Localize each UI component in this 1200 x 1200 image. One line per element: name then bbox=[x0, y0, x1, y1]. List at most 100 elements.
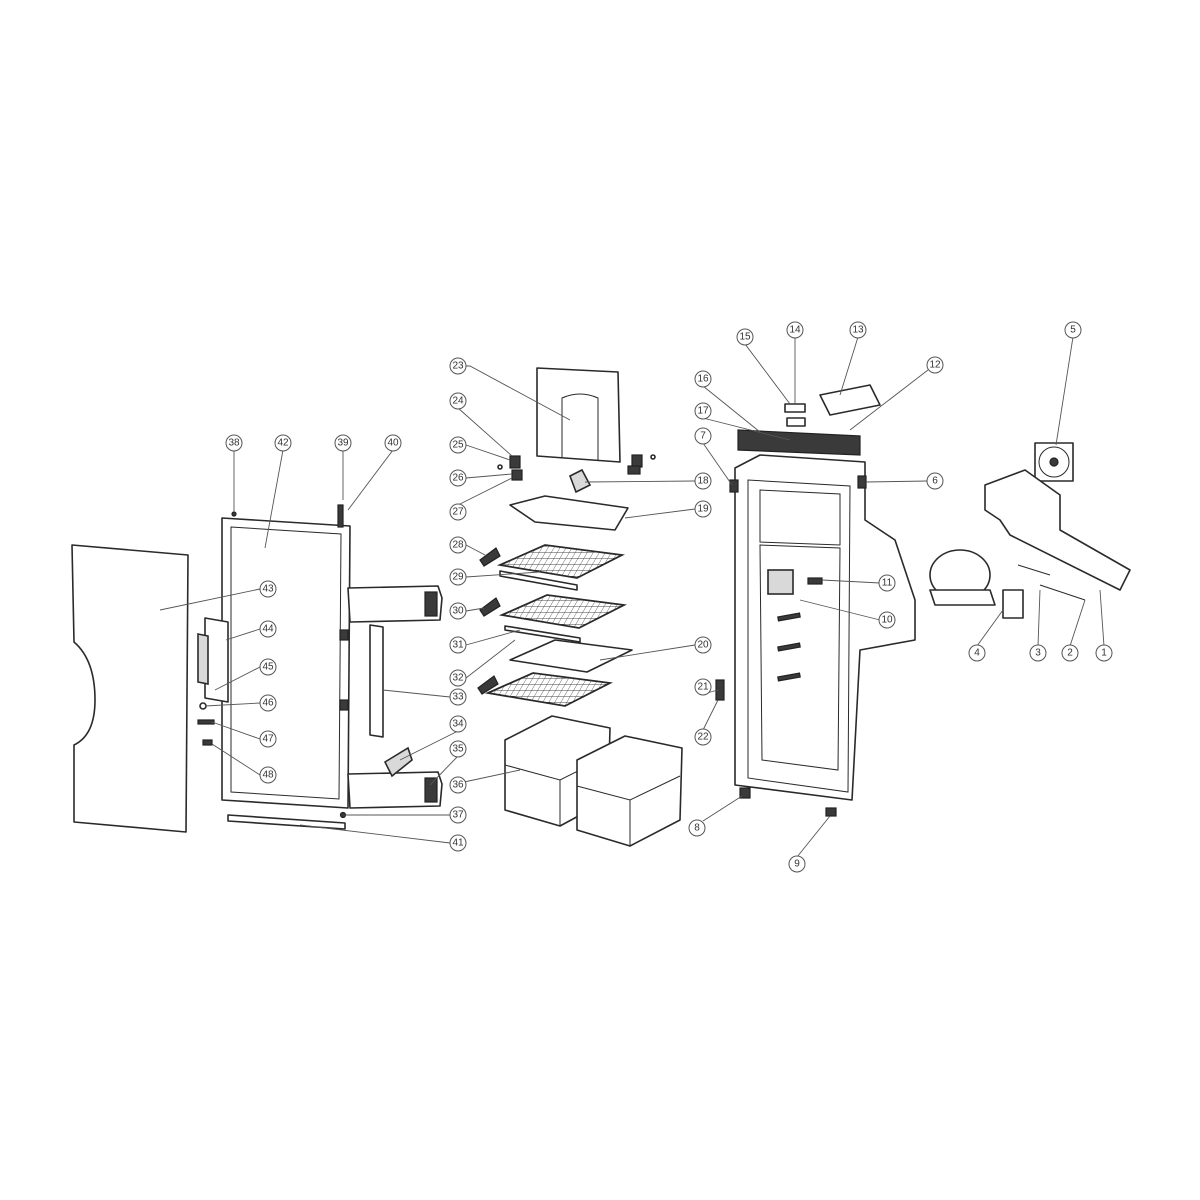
callout-30: 30 bbox=[449, 602, 467, 620]
door-hinge-pin bbox=[337, 504, 344, 528]
svg-text:9: 9 bbox=[794, 859, 800, 870]
svg-text:35: 35 bbox=[452, 744, 464, 755]
door-screw bbox=[339, 811, 347, 819]
callout-31: 31 bbox=[449, 636, 467, 654]
crisper-drawer-right bbox=[576, 735, 683, 847]
shelf-rail bbox=[499, 570, 578, 591]
svg-text:14: 14 bbox=[789, 325, 801, 336]
callout-1: 1 bbox=[1095, 644, 1113, 662]
svg-text:28: 28 bbox=[452, 540, 464, 551]
svg-text:26: 26 bbox=[452, 473, 464, 484]
callout-41: 41 bbox=[449, 834, 467, 852]
svg-text:24: 24 bbox=[452, 396, 464, 407]
control-bracket bbox=[819, 384, 881, 416]
callout-26: 26 bbox=[449, 469, 467, 487]
svg-text:43: 43 bbox=[262, 584, 274, 595]
door-bin-clip bbox=[424, 777, 438, 803]
svg-text:18: 18 bbox=[697, 476, 709, 487]
svg-text:45: 45 bbox=[262, 662, 274, 673]
wire-shelf-bottom bbox=[484, 672, 613, 707]
callout-48: 48 bbox=[259, 766, 277, 784]
svg-text:10: 10 bbox=[881, 615, 893, 626]
wire-shelf-middle bbox=[498, 594, 627, 629]
callout-39: 39 bbox=[334, 434, 352, 452]
callout-23: 23 bbox=[449, 357, 467, 375]
door-outer-panel bbox=[71, 544, 189, 833]
svg-text:13: 13 bbox=[852, 325, 864, 336]
callout-36: 36 bbox=[449, 776, 467, 794]
door-screw bbox=[231, 511, 237, 517]
callout-38: 38 bbox=[225, 434, 243, 452]
callout-40: 40 bbox=[384, 434, 402, 452]
callouts: 1 2 3 4 5 6 7 8 9 10 11 12 13 14 15 16 1… bbox=[225, 321, 1113, 873]
svg-text:42: 42 bbox=[277, 438, 289, 449]
glass-shelf bbox=[509, 639, 633, 673]
thermostat bbox=[784, 403, 806, 413]
svg-text:47: 47 bbox=[262, 734, 274, 745]
shelf-clip bbox=[479, 547, 501, 567]
callout-6: 6 bbox=[926, 472, 944, 490]
callout-2: 2 bbox=[1061, 644, 1079, 662]
callout-47: 47 bbox=[259, 730, 277, 748]
svg-text:1: 1 bbox=[1101, 648, 1107, 659]
callout-22: 22 bbox=[694, 728, 712, 746]
svg-text:39: 39 bbox=[337, 438, 349, 449]
svg-text:15: 15 bbox=[739, 332, 751, 343]
callout-25: 25 bbox=[449, 436, 467, 454]
shelf-clip bbox=[477, 675, 499, 695]
callout-34: 34 bbox=[449, 715, 467, 733]
callout-17: 17 bbox=[694, 402, 712, 420]
svg-text:25: 25 bbox=[452, 440, 464, 451]
compressor-cover bbox=[984, 469, 1131, 591]
svg-text:20: 20 bbox=[697, 640, 709, 651]
callout-15: 15 bbox=[736, 328, 754, 346]
svg-text:27: 27 bbox=[452, 507, 464, 518]
callout-35: 35 bbox=[449, 740, 467, 758]
callout-18: 18 bbox=[694, 472, 712, 490]
svg-text:8: 8 bbox=[694, 823, 700, 834]
callout-42: 42 bbox=[274, 434, 292, 452]
svg-text:17: 17 bbox=[697, 406, 709, 417]
svg-text:30: 30 bbox=[452, 606, 464, 617]
callout-27: 27 bbox=[449, 503, 467, 521]
callout-10: 10 bbox=[878, 611, 896, 629]
svg-text:29: 29 bbox=[452, 572, 464, 583]
callout-5: 5 bbox=[1064, 321, 1082, 339]
callout-14: 14 bbox=[786, 321, 804, 339]
callout-13: 13 bbox=[849, 321, 867, 339]
door-frame bbox=[221, 517, 351, 809]
callout-12: 12 bbox=[926, 356, 944, 374]
callout-44: 44 bbox=[259, 620, 277, 638]
svg-text:22: 22 bbox=[697, 732, 709, 743]
callout-16: 16 bbox=[694, 370, 712, 388]
svg-text:32: 32 bbox=[452, 673, 464, 684]
switch bbox=[786, 417, 806, 427]
callout-3: 3 bbox=[1029, 644, 1047, 662]
svg-text:7: 7 bbox=[700, 431, 706, 442]
callout-28: 28 bbox=[449, 536, 467, 554]
svg-text:31: 31 bbox=[452, 640, 464, 651]
shelf-clip bbox=[479, 597, 501, 617]
door-bin-top bbox=[347, 585, 443, 623]
cabinet bbox=[715, 454, 916, 817]
svg-text:38: 38 bbox=[228, 438, 240, 449]
callout-21: 21 bbox=[694, 678, 712, 696]
svg-text:46: 46 bbox=[262, 698, 274, 709]
svg-text:40: 40 bbox=[387, 438, 399, 449]
callout-19: 19 bbox=[694, 500, 712, 518]
fan bbox=[1034, 442, 1074, 482]
svg-text:37: 37 bbox=[452, 810, 464, 821]
svg-text:2: 2 bbox=[1067, 648, 1073, 659]
callout-29: 29 bbox=[449, 568, 467, 586]
door-bin-bottom bbox=[347, 771, 443, 809]
door-bin-clip bbox=[424, 591, 438, 617]
door-bottom-strip bbox=[227, 814, 346, 830]
svg-text:23: 23 bbox=[452, 361, 464, 372]
svg-text:33: 33 bbox=[452, 692, 464, 703]
compressor bbox=[929, 549, 996, 606]
svg-text:36: 36 bbox=[452, 780, 464, 791]
svg-text:41: 41 bbox=[452, 838, 464, 849]
callout-24: 24 bbox=[449, 392, 467, 410]
svg-text:48: 48 bbox=[262, 770, 274, 781]
